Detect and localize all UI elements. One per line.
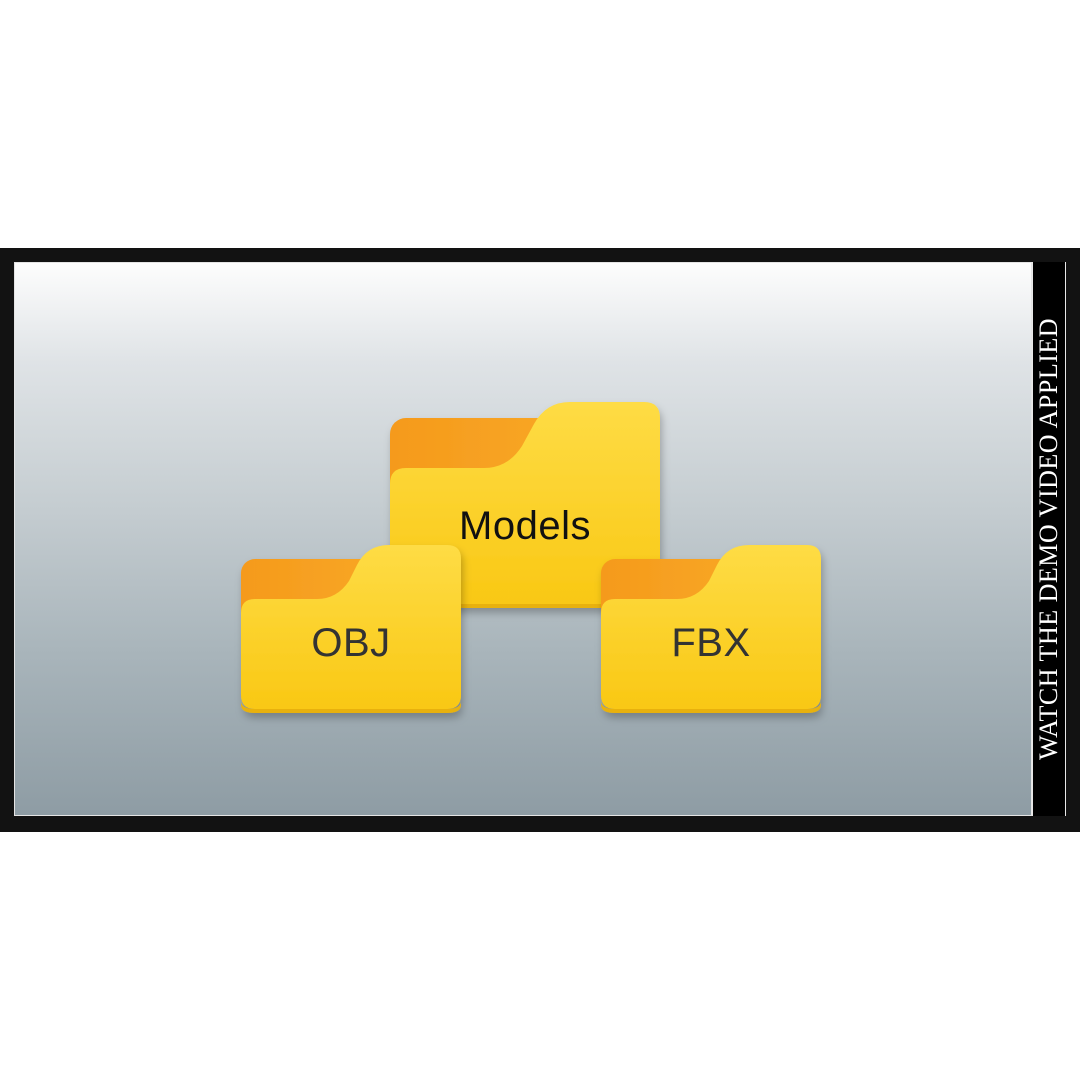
side-banner-text: WATCH THE DEMO VIDEO APPLIED bbox=[1034, 317, 1063, 761]
folder-label-fbx: FBX bbox=[671, 621, 751, 665]
folder-label-obj: OBJ bbox=[311, 621, 391, 665]
side-banner: WATCH THE DEMO VIDEO APPLIED bbox=[1032, 262, 1066, 816]
folder-label-models: Models bbox=[459, 504, 591, 548]
folder-icon bbox=[601, 545, 821, 713]
folder-icon bbox=[241, 545, 461, 713]
folder-obj: OBJ bbox=[239, 543, 463, 713]
folder-fbx: FBX bbox=[599, 543, 823, 713]
